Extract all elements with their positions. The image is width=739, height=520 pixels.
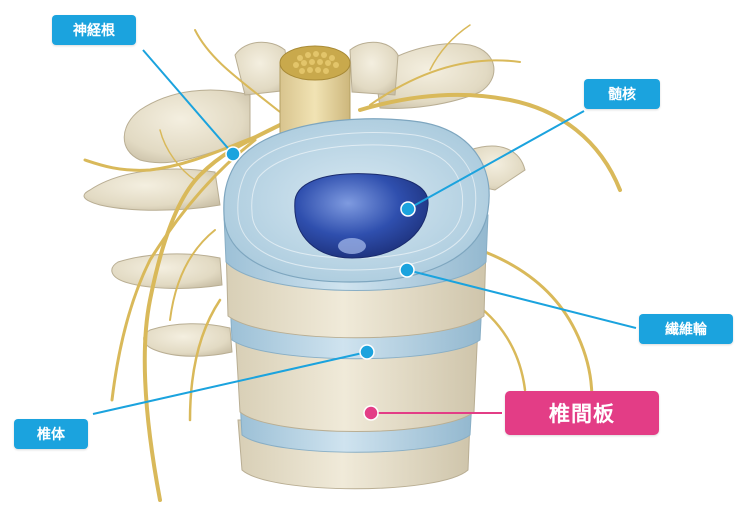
label-annulus-fibrosus: 繊維輪 [639, 314, 733, 344]
label-intervertebral-disc: 椎間板 [505, 391, 659, 435]
label-nucleus-pulposus: 髄核 [584, 79, 660, 109]
label-nerve-root: 神経根 [52, 15, 136, 45]
label-vertebral-body: 椎体 [14, 419, 88, 449]
